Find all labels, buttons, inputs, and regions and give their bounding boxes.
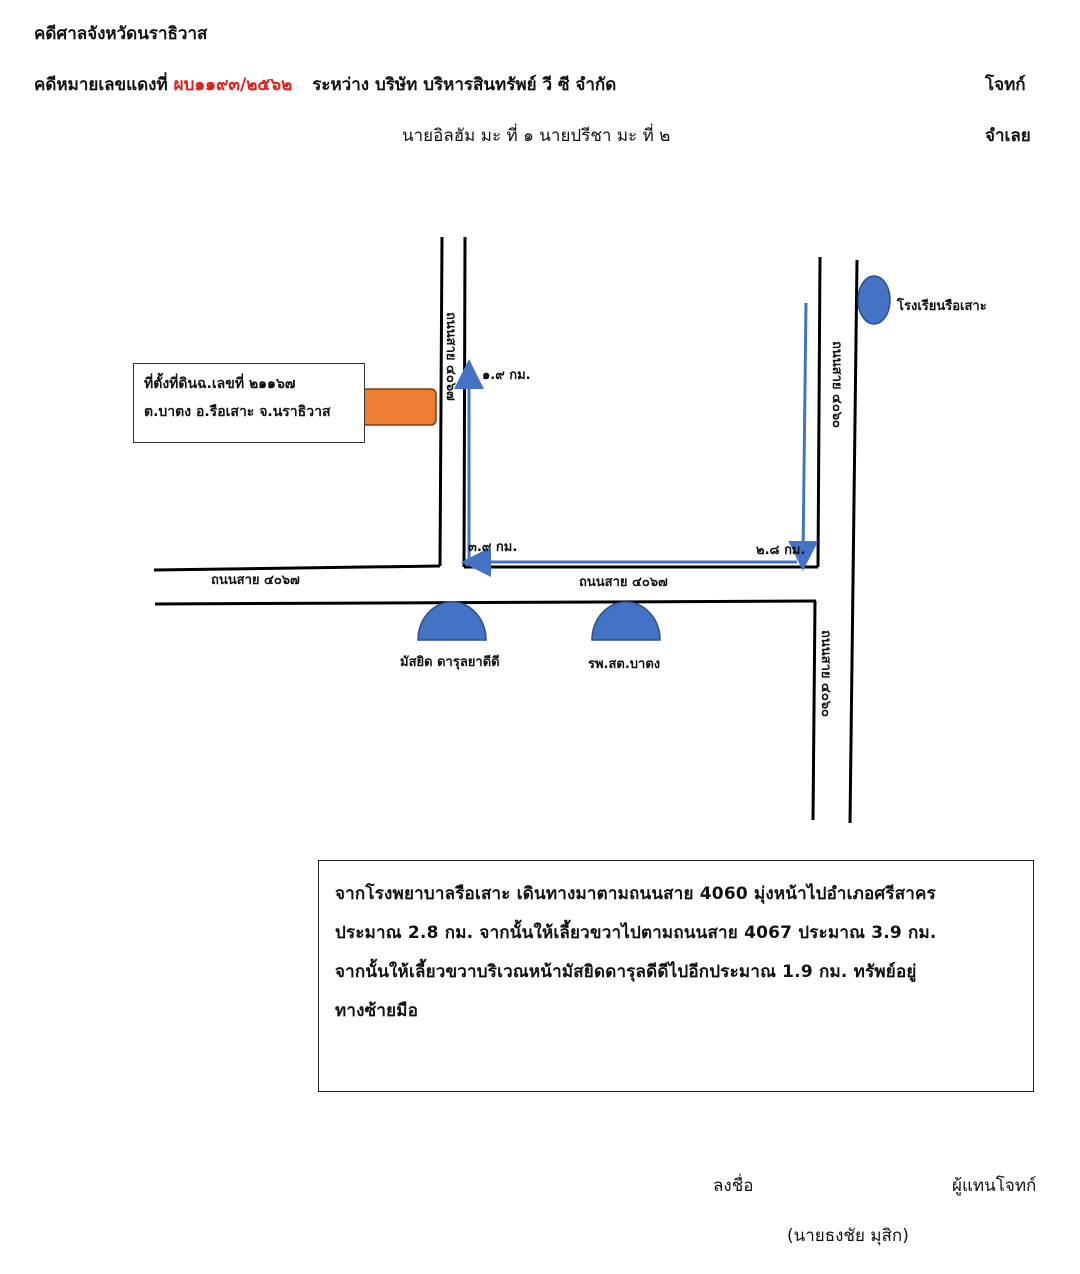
route-arrow-4060 — [788, 302, 819, 571]
signer-role: ผู้แทนโจทก์ — [952, 1176, 1037, 1196]
mosque-marker — [417, 601, 487, 641]
road-4067-vertical-left-edge — [438, 236, 444, 567]
road-label-4067-center: ถนนสาย ๔๐๖๗ — [579, 575, 668, 590]
hospital-marker — [591, 601, 661, 641]
road-label-4067-left: ถนนสาย ๔๐๖๗ — [211, 573, 300, 588]
land-parcel-marker — [361, 388, 437, 426]
sign-label: ลงชื่อ — [713, 1176, 754, 1196]
case-line: คดีหมายเลขแดงที่ ผบ๑๑๙๓/๒๕๖๒ ระหว่าง บริ… — [34, 71, 616, 98]
school-label: โรงเรียนรือเสาะ — [896, 297, 987, 314]
distance-label-2-8km: ๒.๘ กม. — [756, 543, 805, 558]
road-4060-left-edge-top — [816, 256, 822, 568]
case-prefix: คดีหมายเลขแดงที่ — [34, 75, 168, 95]
defendant-role: จำเลย — [985, 126, 1031, 146]
plaintiff-role: โจทก์ — [985, 75, 1026, 95]
directions-line2: ประมาณ 2.8 กม. จากนั้นให้เลี้ยวขวาไปตามถ… — [335, 923, 937, 943]
directions-line4: ทางซ้ายมือ — [335, 1001, 419, 1021]
land-label-line2: ต.บาตง อ.รือเสาะ จ.นราธิวาส — [144, 404, 331, 420]
mosque-label: มัสยิด ดารุลยาดีดี — [400, 654, 500, 670]
case-between: ระหว่าง บริษัท บริหารสินทรัพย์ วี ซี จำก… — [312, 75, 617, 95]
land-label-line1: ที่ตั้งที่ดินฉ.เลขที่ ๒๑๑๖๗ — [144, 376, 296, 392]
road-4060-right-edge — [848, 259, 859, 824]
land-location-callout: ที่ตั้งที่ดินฉ.เลขที่ ๒๑๑๖๗ ต.บาตง อ.รือ… — [133, 363, 365, 443]
road-4067-vertical-right-edge — [462, 236, 467, 568]
directions-line1: จากโรงพยาบาลรือเสาะ เดินทางมาตามถนนสาย 4… — [335, 884, 936, 904]
road-4067-upper-left-edge — [153, 564, 441, 572]
directions-box: จากโรงพยาบาลรือเสาะ เดินทางมาตามถนนสาย 4… — [318, 860, 1034, 1092]
case-number: ผบ๑๑๙๓/๒๕๖๒ — [173, 75, 293, 95]
hospital-label: รพ.สต.บาตง — [588, 657, 660, 672]
road-4060-left-edge-bottom — [811, 600, 817, 821]
court-title: คดีศาลจังหวัดนราธิวาส — [34, 24, 208, 44]
road-label-4067-vertical: ถนนสาย ๔๐๖๗ — [443, 312, 458, 401]
directions-line3: จากนั้นให้เลี้ยวขวาบริเวณหน้ามัสยิดดารุล… — [335, 962, 917, 982]
signer-name: (นายธงชัย มุสิก) — [787, 1226, 909, 1246]
road-4067-lower-edge — [154, 599, 817, 606]
defendants: นายอิลฮัม มะ ที่ ๑ นายปรีชา มะ ที่ ๒ — [402, 126, 671, 146]
road-label-4060-top: ถนนสาย ๔๐๖๐ — [829, 341, 844, 428]
school-marker — [857, 275, 891, 325]
road-label-4060-bottom: ถนนสาย ๔๐๖๐ — [818, 630, 833, 717]
distance-label-1-9km: ๑.๙ กม. — [482, 368, 531, 383]
distance-label-3-9km: ๓.๙ กม. — [468, 540, 517, 555]
